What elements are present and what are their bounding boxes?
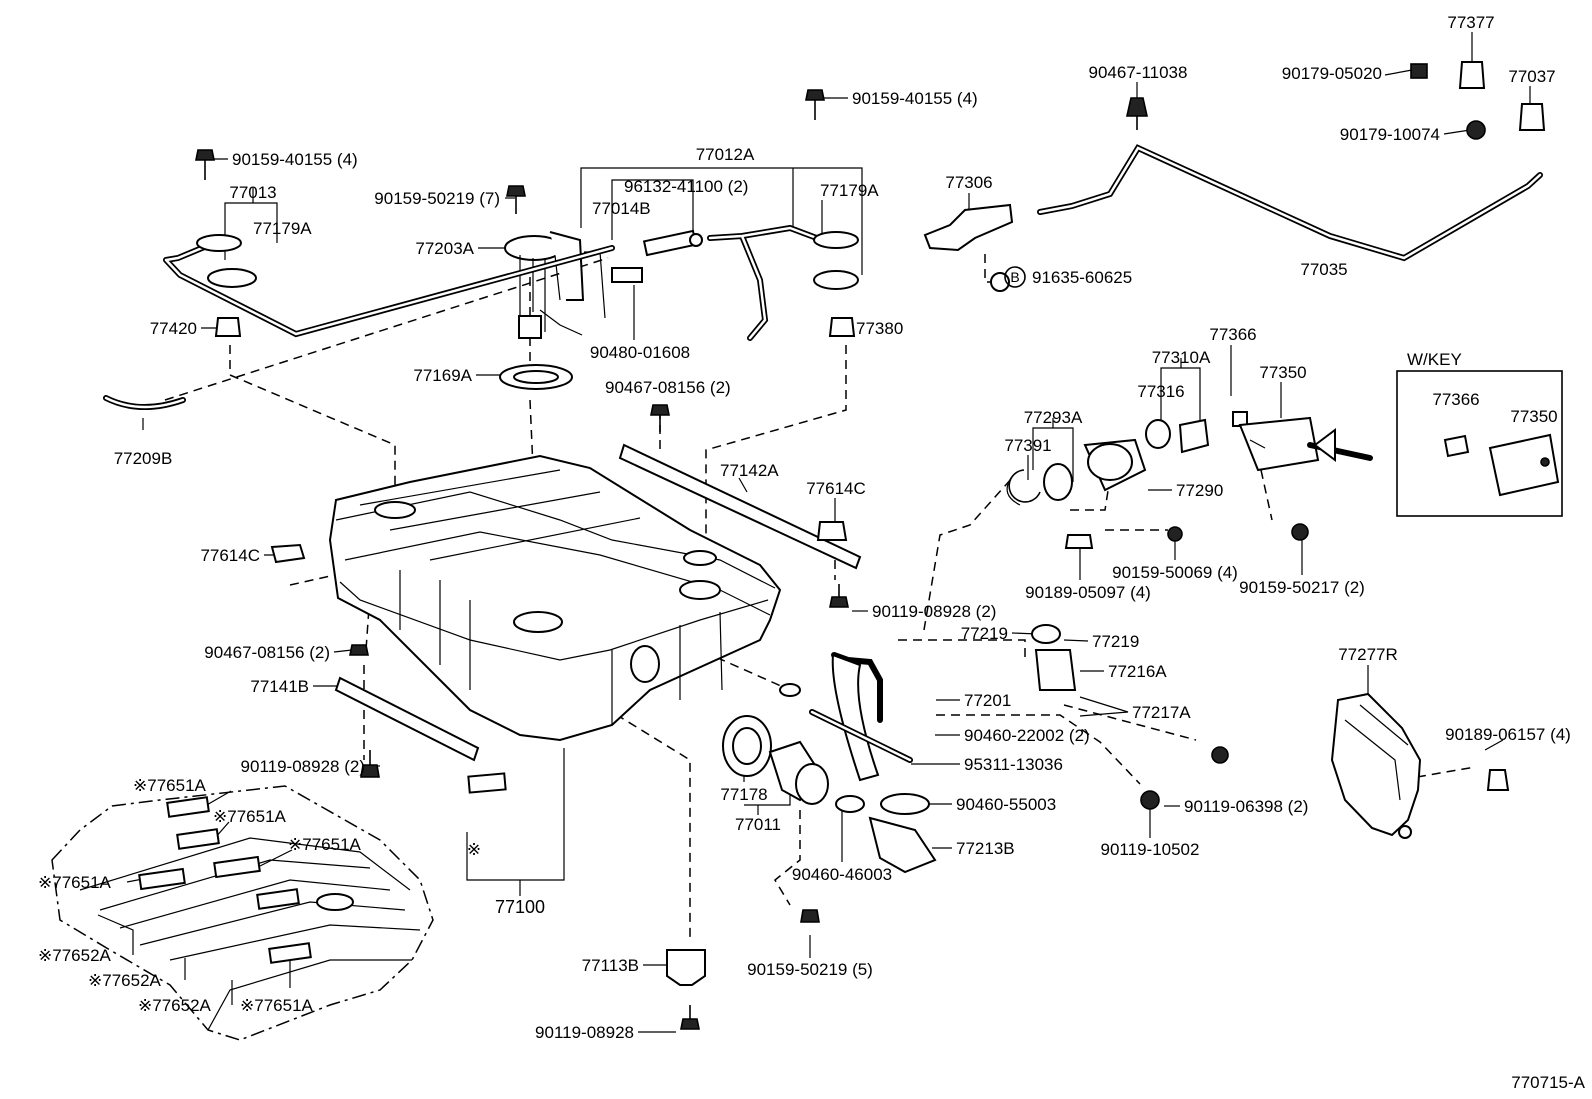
label-77652A-2: ※77652A [88,971,162,990]
label-90460-46003: 90460-46003 [792,865,892,884]
label-77014B: 77014B [592,199,651,218]
label-90467-08156-top: 90467-08156 (2) [605,378,731,397]
label-77366-wkey: 77366 [1432,390,1479,409]
label-77179A-right: 77179A [820,181,879,200]
label-95311-13036: 95311-13036 [964,755,1063,774]
label-77651A-3: ※77651A [288,835,362,854]
label-77011: 77011 [735,815,781,834]
label-77350-top: 77350 [1259,363,1306,382]
label-77652A-3: ※77652A [138,996,212,1015]
label-77614C-right: 77614C [806,479,866,498]
label-90179-10074: 90179-10074 [1340,125,1440,144]
label-77113B: 77113B [582,956,639,975]
label-90159-50219-5: 90159-50219 (5) [747,960,873,979]
label-90189-06157: 90189-06157 (4) [1445,725,1571,744]
part-labels: 77377 90179-05020 77037 90179-10074 9046… [38,13,1586,1092]
label-90460-22002: 90460-22002 (2) [964,726,1090,745]
label-77219-a: 77219 [961,624,1008,643]
label-77377: 77377 [1447,13,1494,32]
label-77013: 77013 [229,183,276,202]
label-90119-08928: 90119-08928 [535,1023,634,1042]
label-77035: 77035 [1300,260,1347,279]
label-90179-05020: 90179-05020 [1282,64,1382,83]
label-90460-55003: 90460-55003 [956,795,1056,814]
label-77217A: 77217A [1132,703,1191,722]
label-77651A-1: ※77651A [133,776,207,795]
label-77178: 77178 [720,785,767,804]
under-cover [51,785,434,1041]
label-77614C-left: 77614C [200,546,260,565]
label-77293A: 77293A [1024,408,1083,427]
label-90467-08156-left: 90467-08156 (2) [204,643,330,662]
label-90467-11038: 90467-11038 [1089,63,1188,82]
label-90159-50217: 90159-50217 (2) [1239,578,1365,597]
label-90119-08928-2-left: 90119-08928 (2) [241,757,365,776]
label-asterisk-mark: ※ [467,840,481,859]
label-77366-top: 77366 [1209,325,1256,344]
w-key-box [1396,370,1563,517]
fuel-inlet [1006,418,1210,506]
label-90159-50219-7: 90159-50219 (7) [374,189,500,208]
sender-gasket [499,364,573,390]
label-90159-40155-top: 90159-40155 (4) [852,89,978,108]
label-77316: 77316 [1137,382,1184,401]
label-90119-08928-2-right: 90119-08928 (2) [872,602,996,621]
label-77391: 77391 [1004,436,1051,455]
label-77203A: 77203A [415,239,474,258]
side-shield [1330,692,1422,839]
fuel-lid [1238,416,1373,472]
label-77100: 77100 [495,897,545,917]
label-77179A-left: 77179A [253,219,312,238]
label-wkey: W/KEY [1407,350,1462,369]
label-77213B: 77213B [956,839,1015,858]
label-77141B: 77141B [250,677,309,696]
fuel-tank [328,454,782,742]
label-77380: 77380 [856,319,903,338]
label-77652A-1: ※77652A [38,946,112,965]
label-77219-b: 77219 [1092,632,1139,651]
label-77169A: 77169A [413,366,472,385]
label-77209B: 77209B [114,449,173,468]
label-77651A-2: ※77651A [213,807,287,826]
label-77420: 77420 [150,319,197,338]
label-90480-01608: 90480-01608 [590,343,690,362]
label-77651A-4: ※77651A [38,873,112,892]
label-77142A: 77142A [720,461,779,480]
label-91635-60625: 91635-60625 [1032,268,1132,287]
label-77306: 77306 [945,173,992,192]
label-77216A: 77216A [1108,662,1167,681]
label-77350-wkey: 77350 [1510,407,1557,426]
label-90159-40155-left: 90159-40155 (4) [232,150,358,169]
label-77290: 77290 [1176,481,1223,500]
label-77037: 77037 [1508,67,1555,86]
fasteners [195,61,1546,1030]
label-96132-41100: 96132-41100 (2) [624,177,748,196]
label-77012A: 77012A [696,145,755,164]
footer-code: 770715-A [1511,1073,1585,1092]
label-77201: 77201 [964,691,1011,710]
fuel-sender-gauge [504,231,606,339]
label-77277R: 77277R [1338,645,1398,664]
filler-neck-assembly [722,624,1077,874]
label-90119-06398: 90119-06398 (2) [1184,797,1308,816]
b-mark-circle [1004,266,1026,288]
label-90119-10502: 90119-10502 [1101,840,1200,859]
label-b-mark: B [1010,269,1019,285]
label-77310A: 77310A [1152,348,1211,367]
label-77651A-5: ※77651A [240,996,314,1015]
label-90189-05097: 90189-05097 (4) [1025,583,1151,602]
label-90159-50069: 90159-50069 (4) [1112,563,1238,582]
